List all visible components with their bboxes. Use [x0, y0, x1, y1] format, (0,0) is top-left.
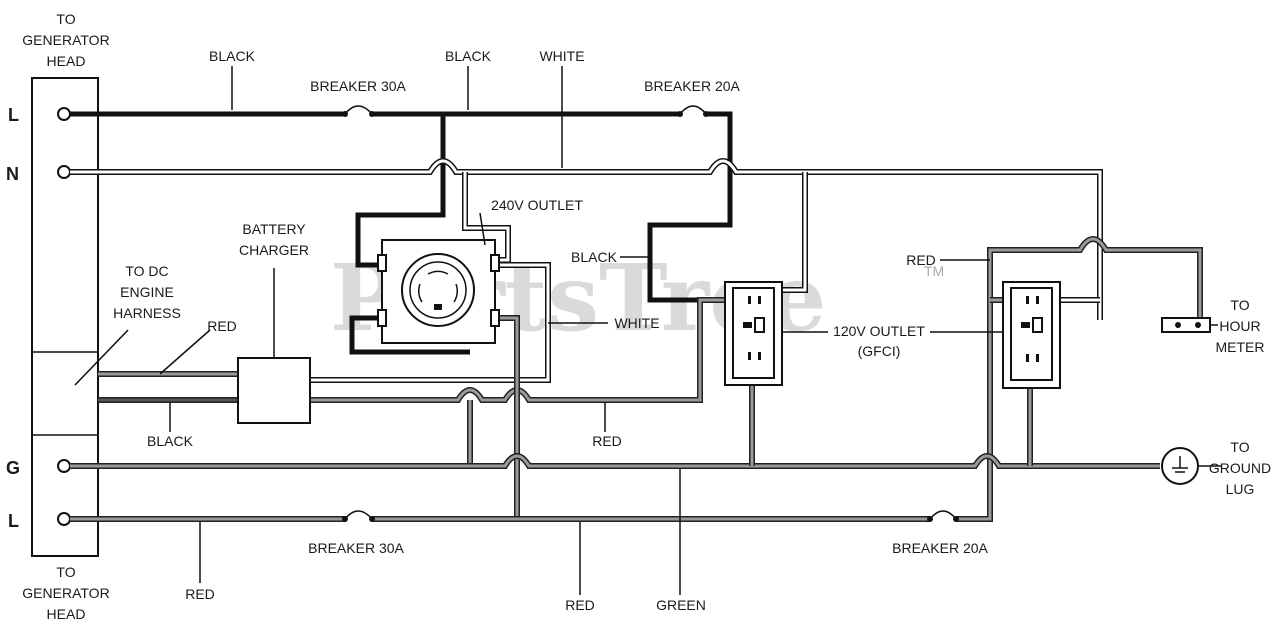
generator-head-top-label: TO GENERATOR HEAD	[22, 11, 109, 69]
red-wires	[70, 236, 1203, 522]
terminal-block-body	[31, 77, 99, 557]
terminal-letter-n: N	[6, 164, 19, 184]
svg-text:HOUR: HOUR	[1219, 318, 1260, 334]
twist-lock-receptacle-icon	[401, 253, 475, 327]
svg-text:120V OUTLET: 120V OUTLET	[833, 323, 925, 339]
svg-text:GROUND: GROUND	[1209, 460, 1271, 476]
label-breaker-30a-bottom: BREAKER 30A	[308, 540, 404, 556]
svg-text:TO DC: TO DC	[125, 263, 168, 279]
label-breaker-20a-bottom: BREAKER 20A	[892, 540, 988, 556]
label-red-harness: RED	[207, 318, 237, 334]
gfci-outlet-1	[724, 281, 783, 386]
label-red-lower: RED	[592, 433, 622, 449]
label-white-top: WHITE	[539, 48, 584, 64]
terminal-block	[31, 77, 129, 557]
svg-text:HEAD: HEAD	[47, 606, 86, 622]
breaker-30a-bottom	[342, 510, 375, 522]
svg-text:TO: TO	[56, 11, 75, 27]
label-black-top-left: BLACK	[209, 48, 256, 64]
label-green-bottom: GREEN	[656, 597, 706, 613]
svg-text:HEAD: HEAD	[47, 53, 86, 69]
watermark-tm: TM	[924, 263, 944, 279]
hour-meter-connector	[1161, 317, 1211, 333]
outlet-240v	[377, 239, 500, 344]
terminal-letter-l-top: L	[8, 105, 19, 125]
terminal-g	[57, 459, 71, 473]
harness-leader	[74, 329, 129, 386]
svg-text:(GFCI): (GFCI)	[858, 343, 901, 359]
white-neutral-wire	[70, 158, 1103, 383]
svg-text:GENERATOR: GENERATOR	[22, 32, 109, 48]
label-dc-harness: TO DC ENGINE HARNESS	[113, 263, 181, 321]
terminal-l-bottom	[57, 512, 71, 526]
black-l1-wire	[70, 111, 733, 355]
svg-text:TO: TO	[56, 564, 75, 580]
breaker-30a-top	[342, 105, 375, 117]
label-black-top-mid: BLACK	[445, 48, 492, 64]
label-breaker-20a-top: BREAKER 20A	[644, 78, 740, 94]
label-240v-outlet: 240V OUTLET	[491, 197, 583, 213]
label-120v-outlet: 120V OUTLET (GFCI)	[833, 323, 925, 359]
battery-charger-box	[237, 357, 311, 424]
label-battery-charger: BATTERY CHARGER	[239, 221, 309, 258]
svg-text:GENERATOR: GENERATOR	[22, 585, 109, 601]
label-black-harness: BLACK	[147, 433, 194, 449]
svg-text:TO: TO	[1230, 439, 1249, 455]
label-red-bottom-left: RED	[185, 586, 215, 602]
label-black-mid: BLACK	[571, 249, 618, 265]
terminal-letter-g: G	[6, 458, 20, 478]
label-red-bottom-mid: RED	[565, 597, 595, 613]
generator-head-bottom-label: TO GENERATOR HEAD	[22, 564, 109, 622]
svg-text:HARNESS: HARNESS	[113, 305, 181, 321]
terminal-l-top	[57, 107, 71, 121]
breaker-20a-top	[677, 105, 709, 117]
label-hour-meter: TO HOUR METER	[1216, 297, 1265, 355]
label-breaker-30a-top: BREAKER 30A	[310, 78, 406, 94]
ground-lug-icon	[1161, 447, 1199, 485]
breaker-20a-bottom	[927, 510, 959, 522]
svg-text:METER: METER	[1216, 339, 1265, 355]
svg-text:ENGINE: ENGINE	[120, 284, 174, 300]
label-white-mid: WHITE	[614, 315, 659, 331]
gfci-outlet-2	[1002, 281, 1061, 389]
svg-text:BATTERY: BATTERY	[242, 221, 306, 237]
terminal-letter-l-bottom: L	[8, 511, 19, 531]
svg-text:LUG: LUG	[1226, 481, 1255, 497]
svg-text:TO: TO	[1230, 297, 1249, 313]
terminal-n	[57, 165, 71, 179]
svg-text:CHARGER: CHARGER	[239, 242, 309, 258]
label-ground-lug: TO GROUND LUG	[1209, 439, 1271, 497]
green-ground-wire	[70, 385, 1160, 469]
label-red-right: RED	[906, 252, 936, 268]
